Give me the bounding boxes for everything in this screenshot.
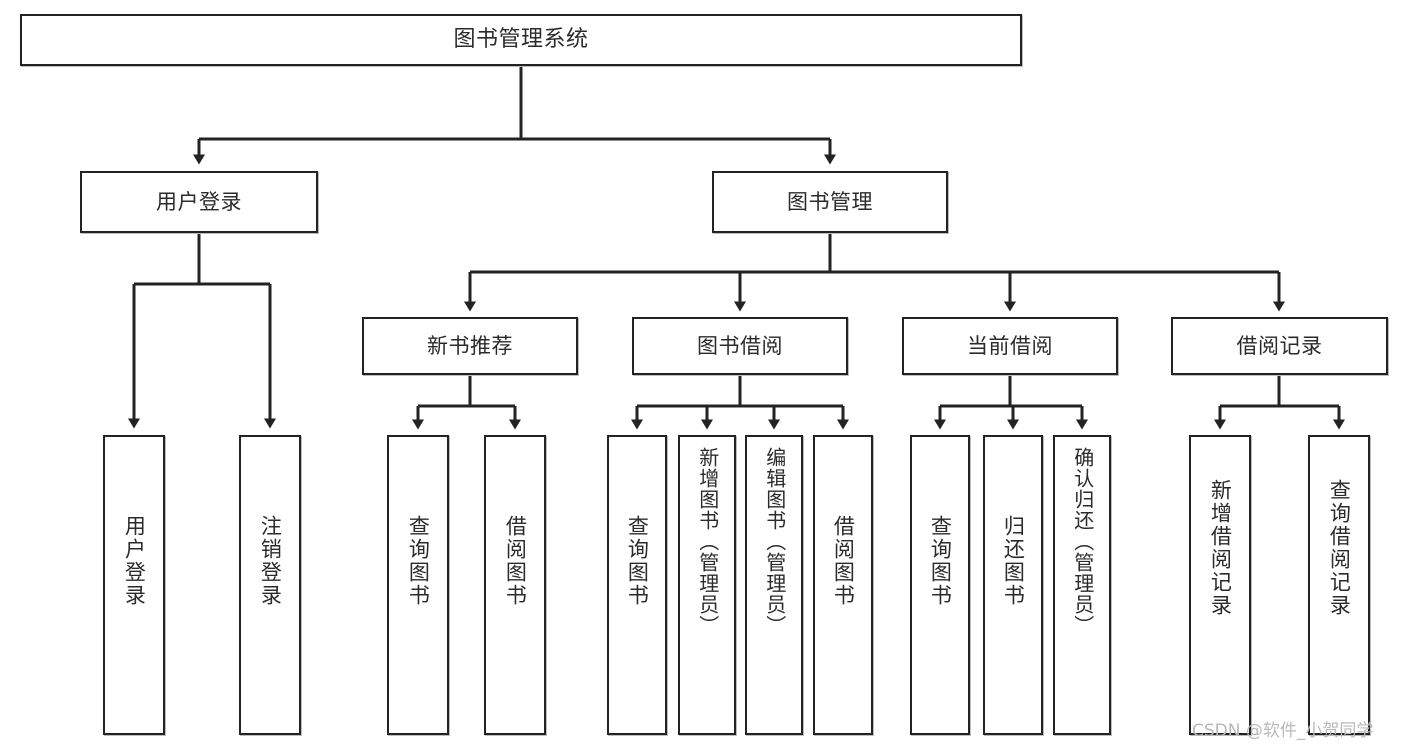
node-leaf-user-login[interactable]: 用户登录 — [103, 435, 165, 735]
node-leaf-user-login-label: 用户登录 — [122, 515, 147, 607]
node-leaf-add-record-label: 新增借阅记录 — [1208, 479, 1233, 617]
node-leaf-query-book-1-label: 查询图书 — [406, 515, 431, 607]
node-leaf-query-book-1[interactable]: 查询图书 — [387, 435, 449, 735]
node-root-label: 图书管理系统 — [453, 27, 589, 53]
node-book-manage[interactable]: 图书管理 — [712, 171, 948, 233]
node-leaf-user-logout-label: 注销登录 — [258, 515, 283, 607]
node-new-book-rec[interactable]: 新书推荐 — [362, 317, 578, 375]
node-leaf-query-record-label: 查询借阅记录 — [1327, 479, 1352, 617]
node-root[interactable]: 图书管理系统 — [20, 14, 1022, 66]
node-leaf-return-book[interactable]: 归还图书 — [983, 435, 1043, 735]
node-leaf-borrow-book-2-label: 借阅图书 — [831, 515, 856, 607]
node-leaf-user-logout[interactable]: 注销登录 — [239, 435, 301, 735]
node-user-login-label: 用户登录 — [156, 189, 242, 214]
node-leaf-borrow-book-2[interactable]: 借阅图书 — [813, 435, 873, 735]
node-leaf-query-book-3[interactable]: 查询图书 — [910, 435, 970, 735]
node-book-manage-label: 图书管理 — [787, 189, 873, 214]
node-leaf-query-book-2-label: 查询图书 — [625, 515, 650, 607]
node-new-book-rec-label: 新书推荐 — [427, 333, 513, 358]
node-leaf-return-book-label: 归还图书 — [1001, 515, 1026, 607]
csdn-watermark: CSDN @软件_小贺同学 — [1192, 721, 1374, 741]
node-book-borrow-label: 图书借阅 — [697, 333, 783, 358]
node-leaf-query-book-3-label: 查询图书 — [928, 515, 953, 607]
node-leaf-add-book[interactable]: 新增图书（管理员） — [678, 435, 736, 735]
node-current-borrow-label: 当前借阅 — [967, 333, 1053, 358]
node-leaf-borrow-book-1-label: 借阅图书 — [503, 515, 528, 607]
node-leaf-borrow-book-1[interactable]: 借阅图书 — [484, 435, 546, 735]
node-leaf-add-book-label: 新增图书（管理员） — [695, 447, 720, 636]
node-leaf-query-record[interactable]: 查询借阅记录 — [1308, 435, 1370, 735]
node-leaf-edit-book-label: 编辑图书（管理员） — [762, 447, 787, 636]
node-borrow-record[interactable]: 借阅记录 — [1171, 317, 1388, 375]
node-leaf-confirm-return-label: 确认归还（管理员） — [1070, 447, 1095, 636]
node-current-borrow[interactable]: 当前借阅 — [902, 317, 1118, 375]
node-book-borrow[interactable]: 图书借阅 — [632, 317, 848, 375]
node-leaf-confirm-return[interactable]: 确认归还（管理员） — [1053, 435, 1111, 735]
node-borrow-record-label: 借阅记录 — [1236, 333, 1323, 358]
node-user-login[interactable]: 用户登录 — [80, 171, 318, 233]
node-leaf-edit-book[interactable]: 编辑图书（管理员） — [745, 435, 803, 735]
node-leaf-query-book-2[interactable]: 查询图书 — [607, 435, 667, 735]
node-leaf-add-record[interactable]: 新增借阅记录 — [1189, 435, 1251, 735]
